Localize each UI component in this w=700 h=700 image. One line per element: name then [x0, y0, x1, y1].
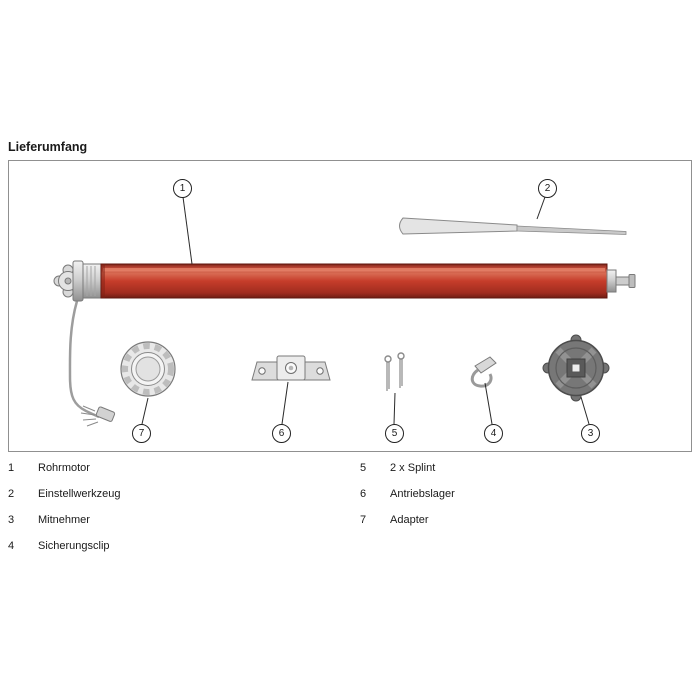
legend-item-adapter: 7 Adapter: [360, 514, 680, 527]
callout-1: 1: [173, 179, 192, 198]
legend-label: Rohrmotor: [38, 462, 90, 474]
diagram-frame: 1 2 3 4 5 6 7: [8, 160, 692, 452]
legend-item-mitnehmer: 3 Mitnehmer: [8, 514, 328, 527]
callout-2: 2: [538, 179, 557, 198]
safety-clip: [470, 356, 497, 388]
callout-3: 3: [581, 424, 600, 443]
callout-7: 7: [132, 424, 151, 443]
legend-label: Sicherungsclip: [38, 540, 110, 552]
legend-label: Einstellwerkzeug: [38, 488, 121, 500]
legend-label: Adapter: [390, 514, 429, 526]
legend-number: 4: [8, 540, 15, 552]
legend-number: 5: [360, 462, 367, 474]
drive-bearing-bracket: [251, 355, 331, 381]
adjustment-tool: [399, 217, 627, 235]
legend-item-einstellwerkzeug: 2 Einstellwerkzeug: [8, 488, 328, 501]
page-title: Lieferumfang: [8, 140, 88, 154]
legend-label: Antriebslager: [390, 488, 455, 500]
legend-number: 3: [8, 514, 15, 526]
driver-wheel: [542, 334, 610, 402]
legend-right-column: 5 2 x Splint 6 Antriebslager 7 Adapter: [360, 462, 680, 540]
legend-number: 2: [8, 488, 15, 500]
legend-left-column: 1 Rohrmotor 2 Einstellwerkzeug 3 Mitnehm…: [8, 462, 328, 566]
adapter-ring: [120, 341, 176, 397]
legend-item-rohrmotor: 1 Rohrmotor: [8, 462, 328, 475]
legend-item-sicherungsclip: 4 Sicherungsclip: [8, 540, 328, 553]
legend-item-splint: 5 2 x Splint: [360, 462, 680, 475]
legend-label: 2 x Splint: [390, 462, 436, 474]
tube-motor-body: [100, 263, 608, 299]
plug-wires: [80, 405, 99, 427]
tube-end-axle: [606, 269, 636, 293]
legend-number: 6: [360, 488, 367, 500]
parts-diagram-svg: [53, 196, 636, 427]
legend-number: 1: [8, 462, 15, 474]
motor-cable: [68, 300, 116, 427]
legend-number: 7: [360, 514, 367, 526]
callout-4: 4: [484, 424, 503, 443]
leader-lines: [141, 196, 590, 425]
legend-item-antriebslager: 6 Antriebslager: [360, 488, 680, 501]
callout-5: 5: [385, 424, 404, 443]
splint-pins: [384, 352, 405, 391]
legend-label: Mitnehmer: [38, 514, 90, 526]
motor-head: [53, 260, 102, 302]
callout-6: 6: [272, 424, 291, 443]
